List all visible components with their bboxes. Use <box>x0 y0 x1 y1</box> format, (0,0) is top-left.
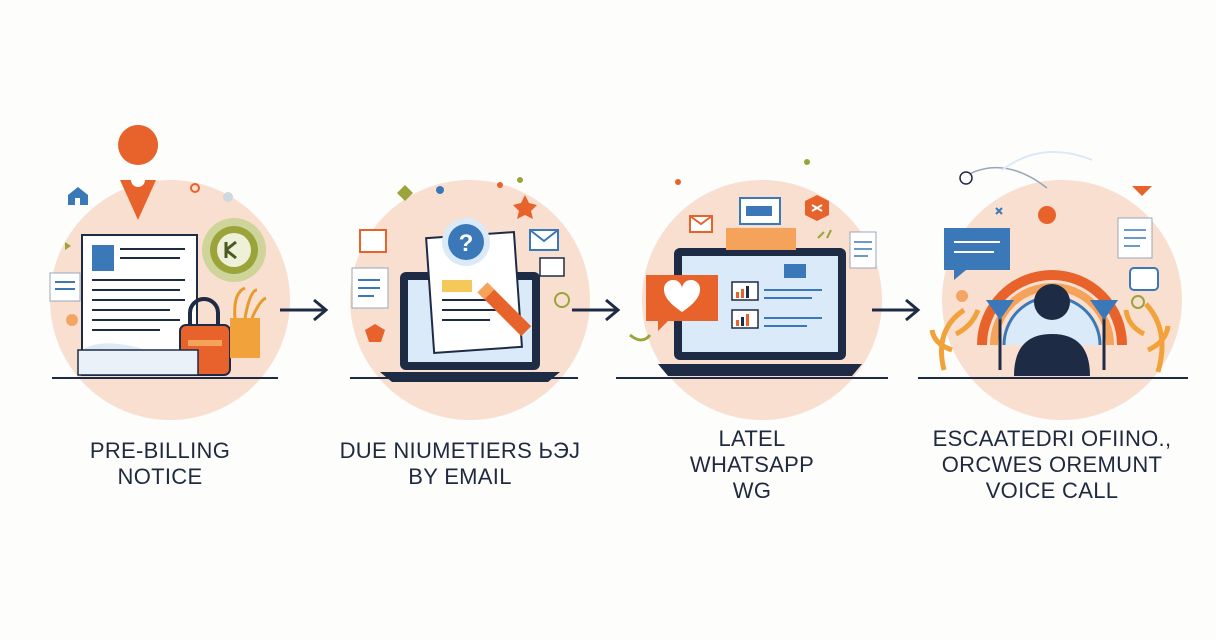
step-illustration <box>929 151 1171 376</box>
step-whatsapp: LATEL WHATSAPP WG <box>616 150 888 530</box>
arrow-right-icon <box>280 298 329 322</box>
sparkle-icon <box>397 185 537 219</box>
leaf-icon <box>929 302 1171 373</box>
location-pin-icon <box>118 125 159 220</box>
step-pre-billing: PRE-BILLING NOTICE <box>30 125 290 530</box>
step-illustration <box>629 159 877 376</box>
step-label: LATEL WHATSAPP WG <box>622 426 882 504</box>
step-label-line: NOTICE <box>117 464 203 489</box>
step-illustration: ? <box>351 177 570 382</box>
step-voice-call: ESCAATEDRI OFIINO., ORCWES OREMUNT VOICE… <box>918 150 1188 530</box>
heart-chat-icon <box>646 275 718 331</box>
house-icon <box>68 187 88 205</box>
envelope-icon <box>689 215 713 233</box>
baseline <box>350 377 578 379</box>
person-icon <box>1014 284 1090 376</box>
badge-icon <box>202 218 266 282</box>
chart-icon <box>731 281 759 329</box>
baseline <box>616 377 888 379</box>
pencil-icon <box>477 282 532 337</box>
step-label: DUE NIUMETIERS ЬЭJ BY EMAIL <box>330 438 590 490</box>
step-label-line: ESCAATEDRI OFIINO., <box>932 426 1172 451</box>
step-label-line: WG <box>732 478 772 503</box>
step-label: ESCAATEDRI OFIINO., ORCWES OREMUNT VOICE… <box>902 426 1202 504</box>
step-email: ? DUE NIUMETIERS ЬЭJ BY EMAIL <box>330 150 590 530</box>
step-label-line: ORCWES OREMUNT <box>941 452 1163 477</box>
email-icon <box>529 229 559 251</box>
baseline <box>918 377 1188 379</box>
arrow-right-icon <box>572 298 621 322</box>
svg-text:?: ? <box>459 230 474 257</box>
step-label: PRE-BILLING NOTICE <box>30 438 290 490</box>
speech-bubble-icon <box>944 228 1010 280</box>
step-label-line: LATEL <box>718 426 786 451</box>
arrow-right-icon <box>872 298 921 322</box>
step-label-line: DUE NIUMETIERS ЬЭJ <box>339 438 581 463</box>
baseline <box>52 377 278 379</box>
step-illustration <box>49 125 267 376</box>
question-icon: ? <box>442 218 490 266</box>
step-label-line: PRE-BILLING <box>89 438 231 463</box>
step-label-line: BY EMAIL <box>408 464 512 489</box>
step-label-line: WHATSAPP <box>689 452 815 477</box>
plant-icon <box>230 286 267 358</box>
step-label-line: VOICE CALL <box>985 478 1119 503</box>
